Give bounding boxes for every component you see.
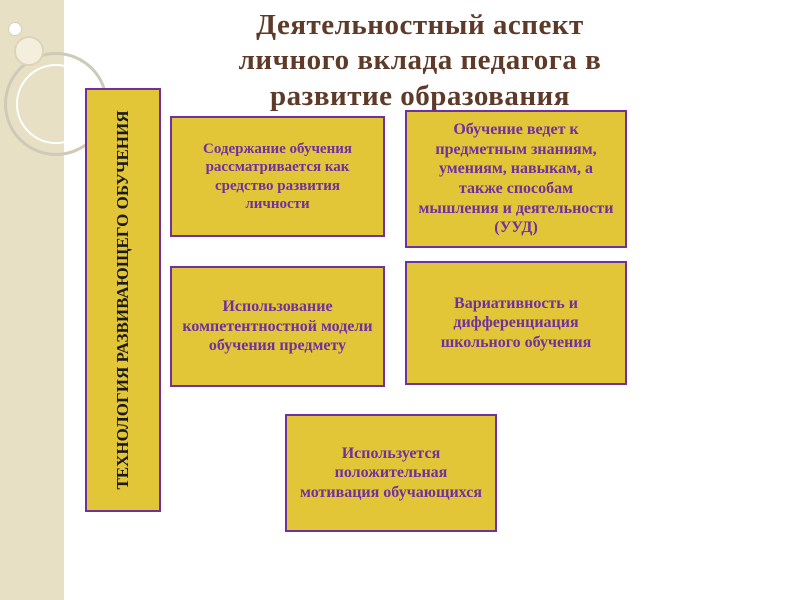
slide-title-line1: Деятельностный аспект bbox=[256, 9, 584, 41]
content-box-competence-model: Использование компетентностной модели об… bbox=[170, 266, 385, 387]
slide-title-line2: личного вклада педагога в bbox=[238, 44, 602, 77]
technology-sidebar-box: ТЕХНОЛОГИЯ РАЗВИВАЮЩЕГО ОБУЧЕНИЯ bbox=[85, 88, 161, 512]
slide-title-line3: развитие образования bbox=[270, 79, 570, 112]
content-box-training-leads: Обучение ведет к предметным знаниям, уме… bbox=[405, 110, 627, 248]
left-decorative-strip bbox=[0, 0, 108, 600]
decorative-circle-icon bbox=[8, 22, 22, 36]
decorative-circle-icon bbox=[14, 36, 44, 66]
content-box-positive-motivation: Используется положительная мотивация обу… bbox=[285, 414, 497, 532]
content-box-variability: Вариативность и дифференциация школьного… bbox=[405, 261, 627, 385]
content-box-training-content: Содержание обучения рассматривается как … bbox=[170, 116, 385, 237]
technology-sidebar-label: ТЕХНОЛОГИЯ РАЗВИВАЮЩЕГО ОБУЧЕНИЯ bbox=[112, 110, 132, 490]
decorative-circle-icon bbox=[16, 64, 96, 144]
slide-title: Деятельностный аспект личного вклада пед… bbox=[120, 8, 720, 114]
